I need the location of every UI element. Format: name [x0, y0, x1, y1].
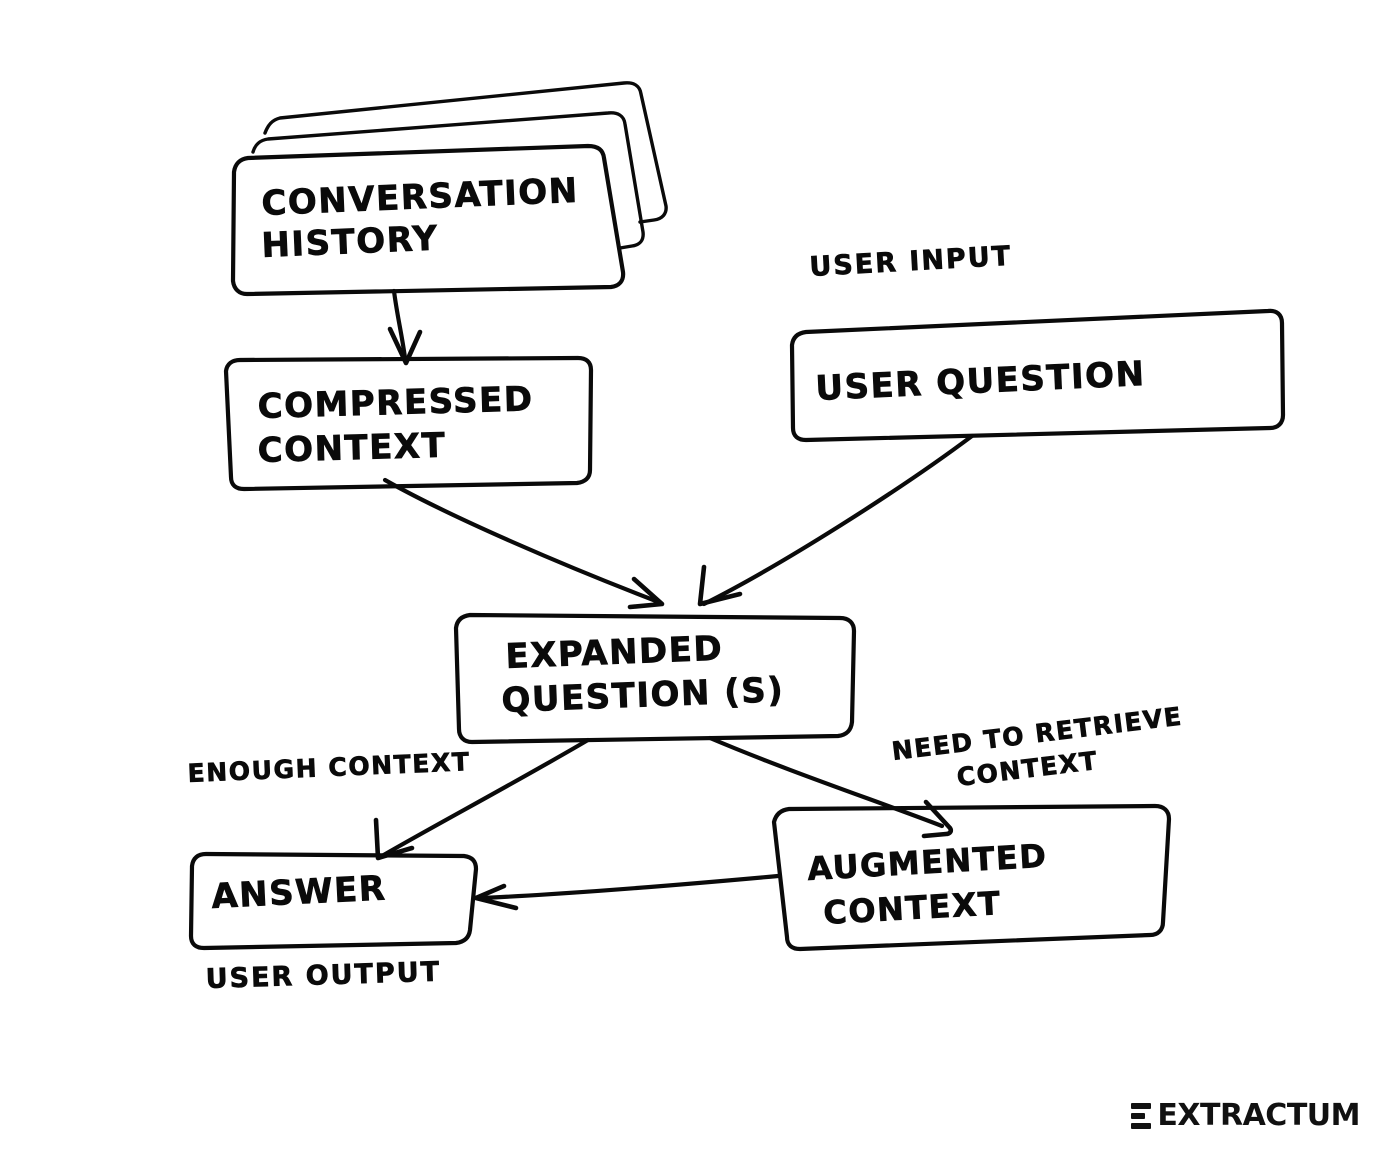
expanded-question-label-line2: QUESTION (S): [501, 670, 785, 721]
extractum-bars-icon: [1131, 1103, 1152, 1129]
edge-line: [382, 477, 659, 604]
arrow-head: [921, 799, 954, 839]
edge-augmented-to-answer: [473, 873, 781, 911]
node-conversation-history[interactable]: CONVERSATION HISTORY: [230, 81, 668, 297]
extractum-wordmark: EXTRACTUM: [1157, 1098, 1360, 1133]
edge-line: [707, 735, 945, 829]
node-answer[interactable]: ANSWER: [188, 851, 479, 951]
node-user-question[interactable]: USER QUESTION: [789, 308, 1286, 443]
node-compressed-context[interactable]: COMPRESSED CONTEXT: [223, 355, 594, 492]
arrow-head: [697, 564, 743, 607]
card-back-3: [263, 81, 668, 224]
box-outline: [771, 803, 1172, 952]
conversation-history-label-line1: CONVERSATION: [261, 171, 580, 224]
expanded-question-label-line1: EXPANDED: [505, 629, 724, 677]
edge-expanded-to-augmented: [707, 735, 954, 839]
edge-line: [701, 433, 975, 607]
box-outline: [223, 355, 594, 492]
box-outline: [789, 308, 1286, 443]
annotation-enough-context: ENOUGH CONTEXT: [187, 747, 471, 788]
edge-line: [379, 737, 591, 859]
edge-compressed-to-expanded: [382, 477, 665, 610]
compressed-context-label-line2: CONTEXT: [257, 426, 447, 471]
box-outline: [188, 851, 479, 951]
arrow-head: [373, 817, 415, 861]
answer-label: ANSWER: [210, 868, 387, 917]
conversation-history-label-line2: HISTORY: [261, 219, 440, 266]
augmented-context-label-line1: AUGMENTED: [806, 837, 1048, 888]
arrow-head: [473, 883, 519, 911]
edge-history-to-compressed: [387, 288, 423, 366]
annotation-user-output: USER OUTPUT: [205, 957, 441, 995]
arrow-head: [627, 576, 665, 610]
node-augmented-context[interactable]: AUGMENTED CONTEXT: [771, 803, 1172, 952]
extractum-watermark: EXTRACTUM: [1131, 1101, 1360, 1131]
annotation-user-input: USER INPUT: [809, 241, 1013, 283]
edge-question-to-expanded: [697, 433, 975, 607]
card-front: [230, 143, 626, 297]
compressed-context-label-line1: COMPRESSED: [257, 379, 534, 427]
node-expanded-question[interactable]: EXPANDED QUESTION (S): [453, 612, 857, 745]
augmented-context-label-line2: CONTEXT: [822, 884, 1002, 932]
card-back-2: [251, 111, 645, 250]
edge-line: [391, 288, 408, 361]
box-outline: [453, 612, 857, 745]
edge-line: [479, 873, 781, 901]
user-question-label-line1: USER QUESTION: [815, 354, 1147, 409]
